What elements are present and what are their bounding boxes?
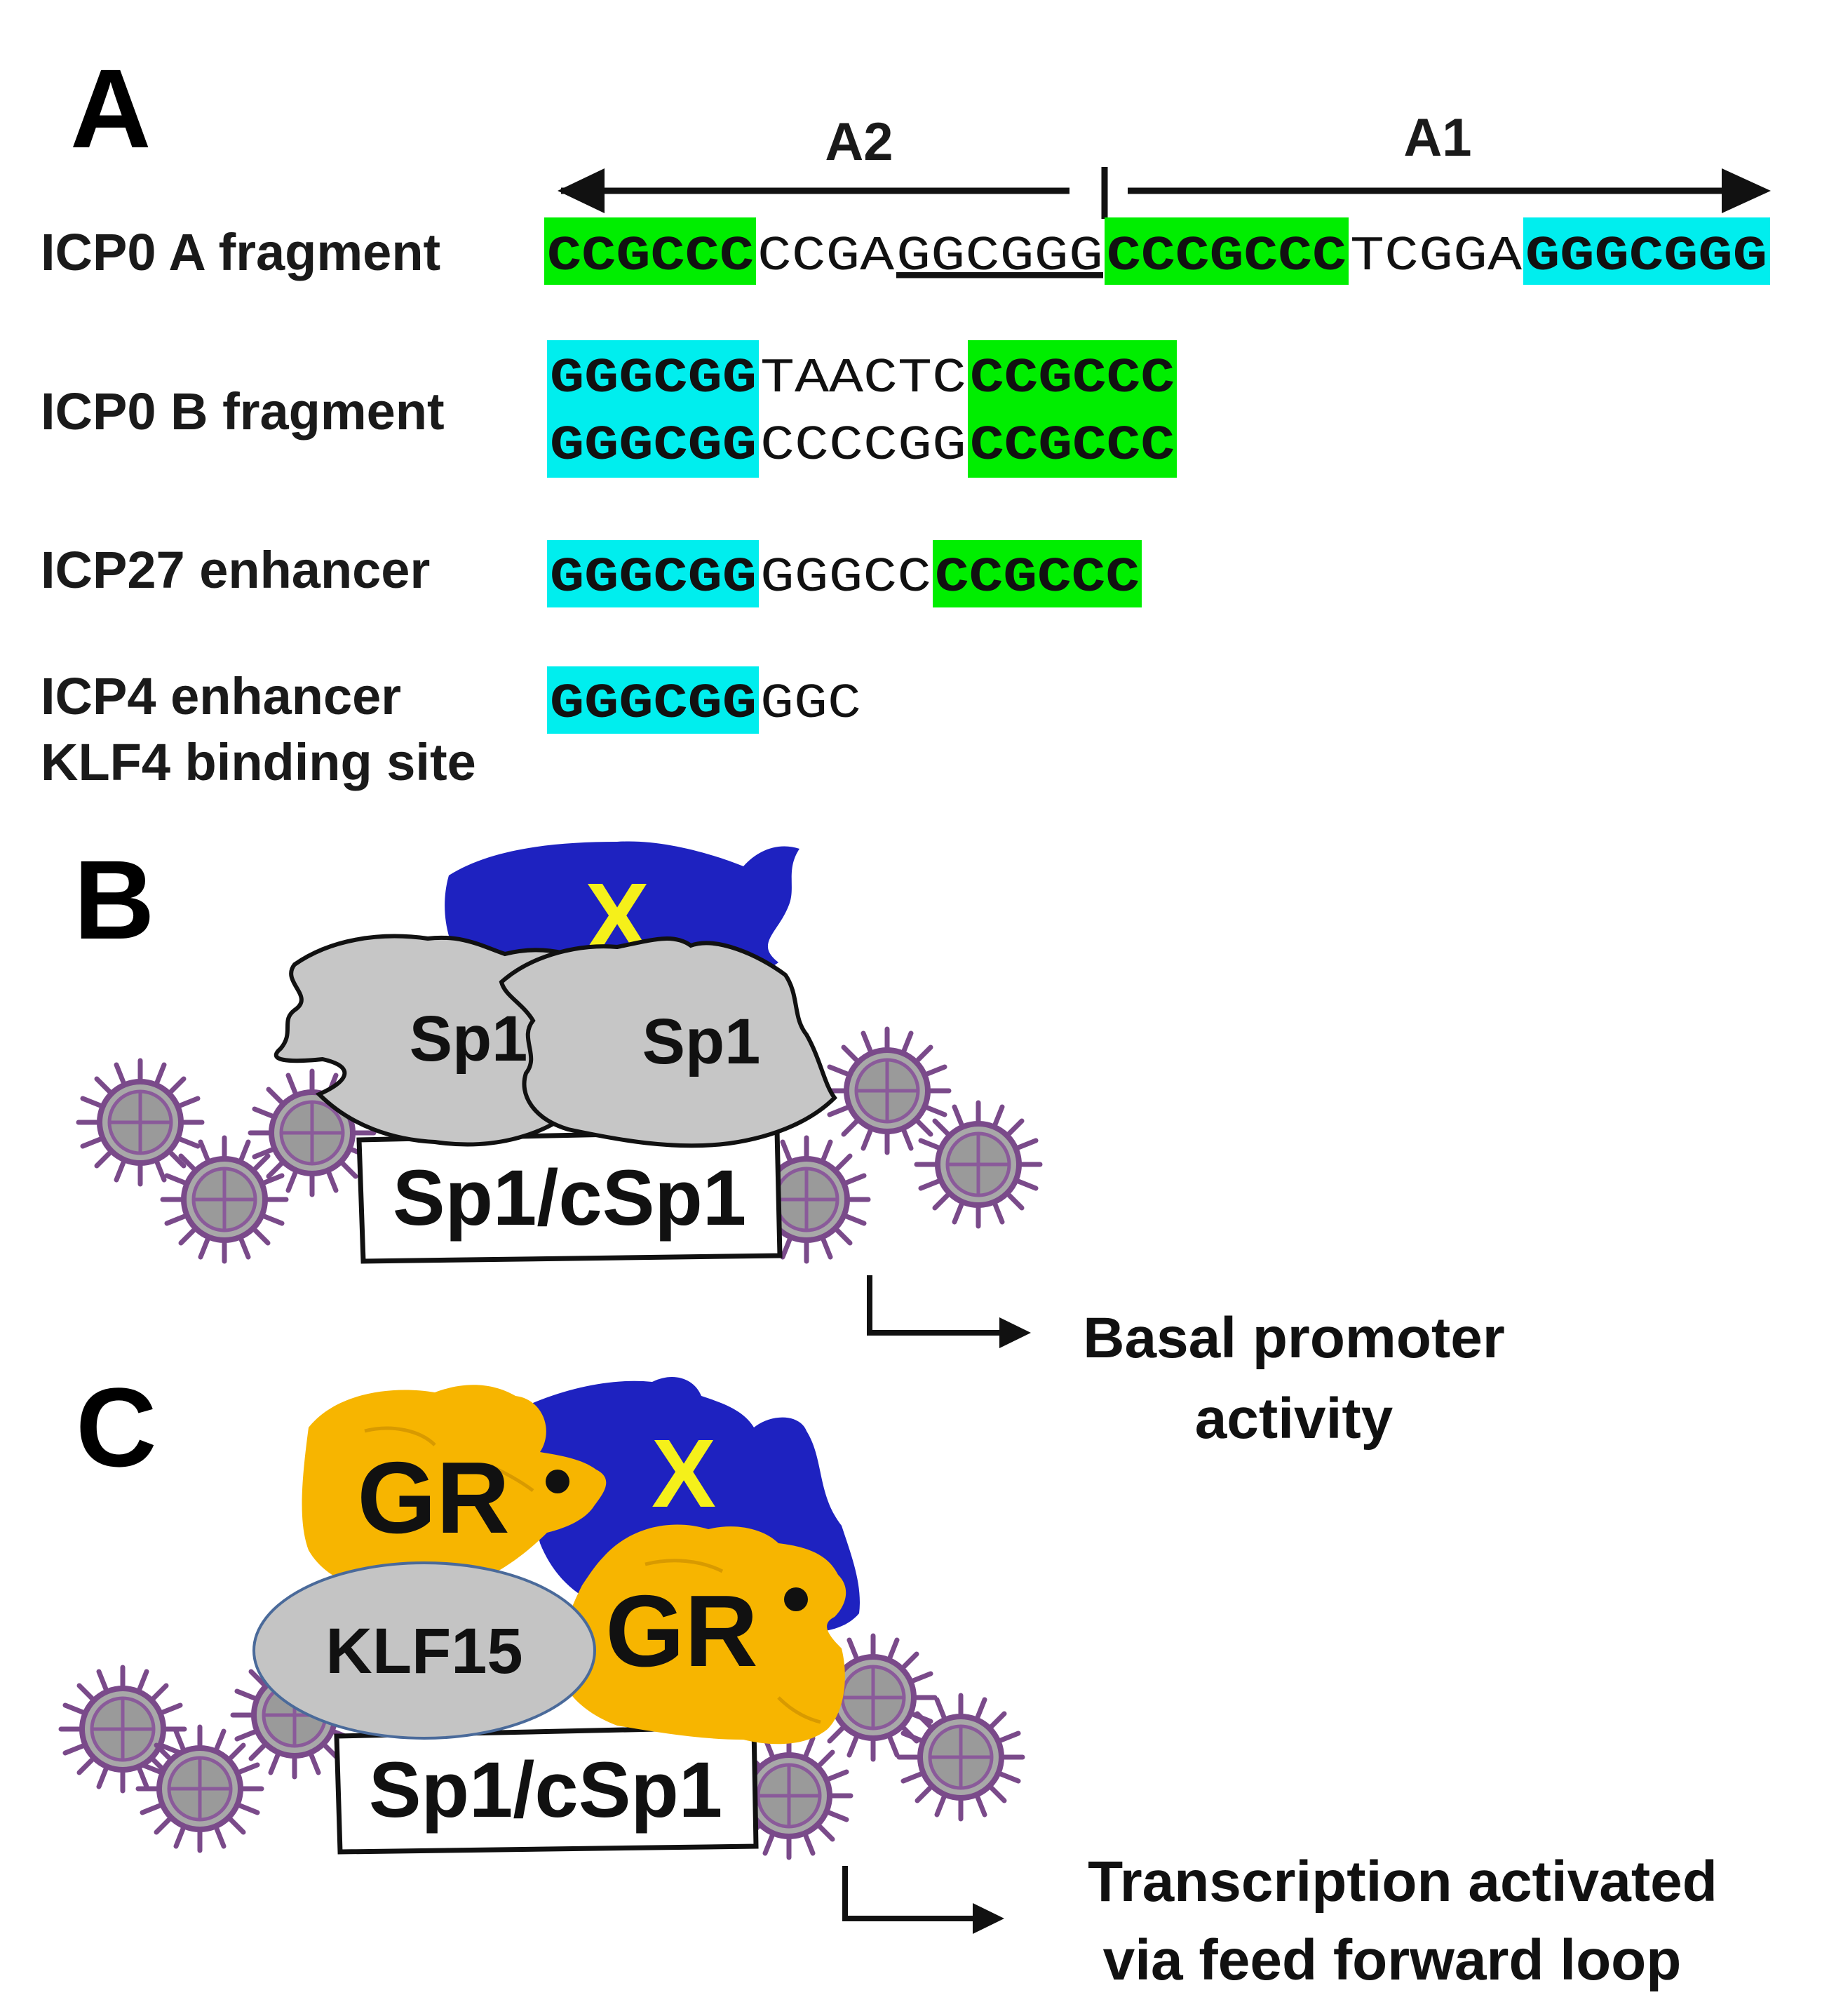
- site-label-c: Sp1/cSp1: [369, 1746, 722, 1834]
- promoter-arrow-c: [842, 1866, 982, 1921]
- a1-arrowhead: [1722, 168, 1771, 213]
- gr-texture: [364, 1426, 534, 1493]
- row-label-icp0-a: ICP0 A fragment: [41, 223, 440, 281]
- cyan-box: [547, 340, 759, 478]
- seq-segment: CCGCCC: [547, 229, 754, 285]
- panel-b-letter: B: [74, 837, 155, 962]
- seq-segment: GGGCC: [760, 551, 931, 606]
- sp1-label-right: Sp1: [642, 1006, 761, 1077]
- caption-b-line2: activity: [1195, 1387, 1394, 1451]
- seq-segment: GGGCGGG: [1525, 229, 1767, 285]
- row-label-icp0-b: ICP0 B fragment: [41, 382, 445, 441]
- promoter-arrow-b: [867, 1275, 1010, 1336]
- promoter-arrowhead-b: [999, 1317, 1031, 1348]
- klf15-protein: [252, 1561, 596, 1740]
- row-label-icp27: ICP27 enhancer: [41, 541, 430, 599]
- gr-ligand-dot: [546, 1470, 569, 1493]
- row-label-icp4: ICP4 enhancer: [41, 667, 401, 725]
- panel-c-letter: C: [76, 1364, 157, 1490]
- sp1-protein-right: [499, 936, 837, 1148]
- x-label-c: X: [652, 1420, 716, 1528]
- seq-segment: TCGGA: [1350, 229, 1522, 285]
- caption-b-line1: Basal promoter: [1083, 1306, 1505, 1370]
- green-box: [1105, 217, 1349, 285]
- seq-segment: CCCGCCC: [1107, 229, 1347, 285]
- green-box: [968, 340, 1177, 478]
- gr-texture: [645, 1559, 821, 1724]
- site-label-b: Sp1/cSp1: [393, 1154, 746, 1242]
- region-a1-label: A1: [1403, 108, 1471, 168]
- nucleosome: [163, 1138, 286, 1261]
- sp1-csp1-box-c: [334, 1724, 759, 1855]
- gr-protein-top: [302, 1385, 607, 1592]
- seq-segment: GGGCGG: [550, 419, 757, 474]
- region-a2-label: A2: [825, 112, 893, 172]
- seq-segment: CCGCCC: [970, 351, 1175, 407]
- region-arrows: A2 A1: [558, 108, 1771, 219]
- seq-segment: CCCCGG: [760, 419, 966, 474]
- panel-a-letter: A: [70, 46, 151, 171]
- nucleosome: [917, 1103, 1040, 1226]
- caption-c-line2: via feed forward loop: [1103, 1928, 1682, 1992]
- promoter-arrowhead-c: [973, 1903, 1004, 1934]
- seq-segment: CCGCCC: [935, 551, 1140, 606]
- gr-ligand-dot: [784, 1587, 808, 1611]
- sp1-label-left: Sp1: [410, 1003, 528, 1075]
- seq-segment: TAACTC: [760, 351, 966, 407]
- nucleosome: [79, 1061, 202, 1184]
- a2-arrowhead: [558, 168, 605, 213]
- gr-label-bottom: GR: [605, 1574, 758, 1688]
- gr-protein-bottom: [559, 1524, 846, 1745]
- caption-c-line1: Transcription activated: [1088, 1850, 1718, 1914]
- nucleosome: [899, 1695, 1023, 1819]
- row-label-klf4: KLF4 binding site: [41, 733, 476, 791]
- seq-segment: GGGCGG: [550, 677, 757, 732]
- seq-segment: GGGCGG: [550, 351, 757, 407]
- seq-segment: CCGA: [757, 229, 894, 285]
- green-box: [933, 540, 1142, 607]
- nucleosome: [138, 1727, 262, 1850]
- seq-segment: GGC: [760, 677, 861, 732]
- seq-segment: GGGCGG: [550, 551, 757, 606]
- cyan-box: [547, 666, 759, 734]
- gr-label-top: GR: [357, 1441, 510, 1554]
- green-box: [544, 217, 756, 285]
- nucleosome: [825, 1029, 949, 1153]
- cyan-box: [1523, 217, 1770, 285]
- seq-segment: CCGCCC: [970, 419, 1175, 474]
- cyan-box: [547, 540, 759, 607]
- klf15-label: KLF15: [325, 1615, 522, 1687]
